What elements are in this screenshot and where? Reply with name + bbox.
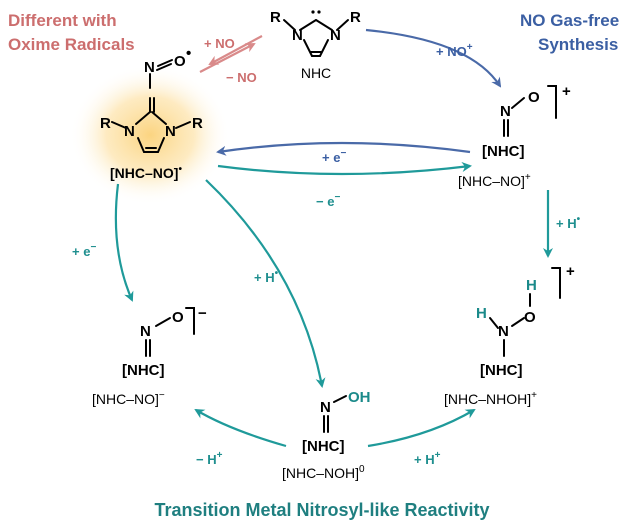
cation-label: [NHC–NO]+ [458, 172, 531, 189]
nhc-n-left: N [292, 27, 303, 44]
radical-o: O [174, 53, 186, 70]
label-e-to-anion: + e− [72, 242, 96, 259]
arrow-reduce [216, 141, 471, 156]
radical-label: [NHC–NO]• [110, 164, 182, 181]
nhc-nhoh-h-o: H [526, 277, 537, 294]
label-oxidize: − e− [316, 192, 340, 209]
label-add-no: + NO [204, 36, 235, 51]
radical-structure [111, 59, 191, 153]
arrow-oxidize [217, 162, 472, 176]
arrow-add-no-plus [365, 28, 502, 88]
arrow-h-to-noh [205, 179, 326, 388]
radical-o-dot: • [186, 45, 191, 62]
nhc-r-right: R [350, 9, 361, 26]
oxime-title-line1: Different with [8, 11, 117, 30]
arrow-plus-h-plus [367, 408, 476, 448]
label-remove-no: − NO [226, 70, 257, 85]
cation-structure [503, 85, 557, 137]
anion-core: [NHC] [122, 362, 165, 379]
cation-core: [NHC] [482, 143, 525, 160]
label-h-to-noh: + H• [254, 268, 279, 285]
nhc-structure [283, 10, 349, 57]
nhc-r-left: R [270, 9, 281, 26]
nhc-nhoh-structure [489, 267, 561, 357]
nhc-nhoh-o: O [524, 309, 536, 326]
nhc-noh-core: [NHC] [302, 438, 345, 455]
label-h-to-nhoh: + H• [556, 214, 581, 231]
nhc-nhoh-charge: + [566, 263, 575, 280]
nhc-noh-n: N [320, 399, 331, 416]
anion-label: [NHC–NO]− [92, 390, 165, 407]
nhc-noh-label: [NHC–NOH]0 [282, 464, 365, 481]
radical-r-left: R [100, 115, 111, 132]
nhc-noh-oh: OH [348, 389, 371, 406]
anion-n: N [140, 323, 151, 340]
gasfree-title-line2: Synthesis [538, 35, 618, 54]
bottom-title: Transition Metal Nitrosyl-like Reactivit… [154, 500, 489, 520]
radical-r-right: R [192, 115, 203, 132]
radical-n-top: N [144, 59, 155, 76]
nhc-n-right: N [330, 27, 341, 44]
arrow-remove-no [208, 35, 263, 65]
radical-n-left: N [124, 123, 135, 140]
cation-o: O [528, 89, 540, 106]
label-minus-h-plus: − H+ [196, 450, 223, 467]
anion-charge: − [198, 305, 207, 322]
nhc-nhoh-label: [NHC–NHOH]+ [444, 390, 537, 407]
radical-highlight [70, 65, 230, 205]
nhc-nhoh-core: [NHC] [480, 362, 523, 379]
arrow-e-to-anion [114, 183, 134, 302]
label-plus-h-plus: + H+ [414, 450, 441, 467]
nhc-nhoh-n: N [498, 323, 509, 340]
radical-n-right: N [165, 123, 176, 140]
cation-charge: + [562, 83, 571, 100]
cation-n: N [500, 103, 511, 120]
label-add-no-plus: + NO+ [436, 42, 473, 59]
nhc-label: NHC [301, 65, 331, 81]
label-reduce: + e− [322, 148, 346, 165]
nhc-noh-structure [323, 395, 347, 433]
arrow-add-no [199, 43, 256, 73]
nhc-nhoh-h-n: H [476, 305, 487, 322]
gasfree-title-line1: NO Gas-free [520, 11, 619, 30]
anion-o: O [172, 309, 184, 326]
oxime-title-line2: Oxime Radicals [8, 35, 135, 54]
arrow-minus-h-plus [194, 408, 287, 448]
anion-structure [145, 307, 195, 357]
